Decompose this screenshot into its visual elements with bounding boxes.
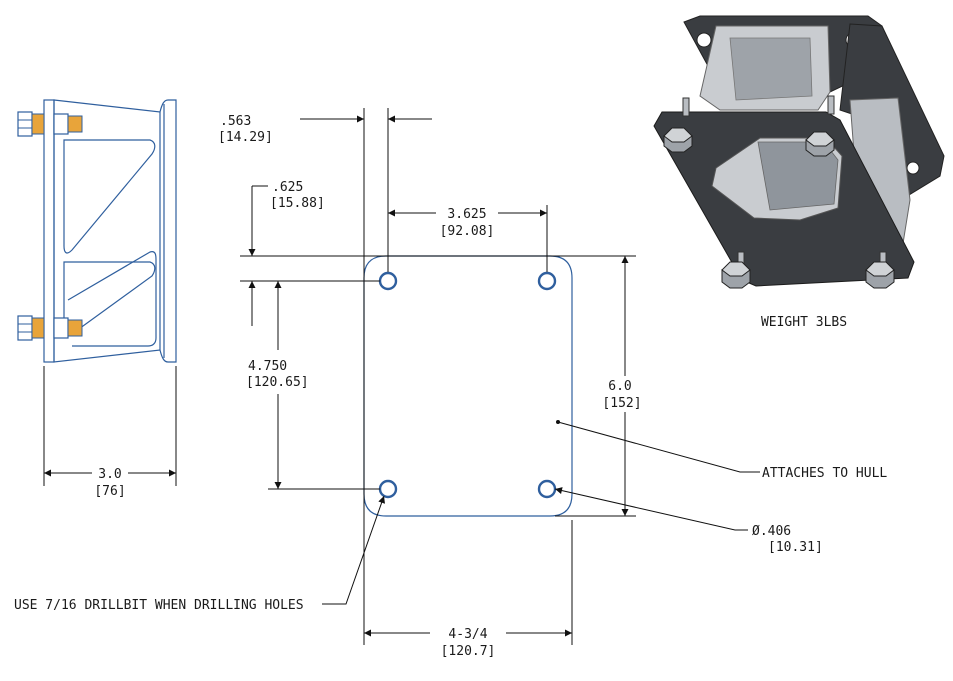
hole-spacing-y-mm: [120.65] — [246, 375, 309, 390]
hole-spacing-x-mm: [92.08] — [440, 224, 495, 239]
hole-diameter-symbol: Ø — [752, 524, 760, 539]
attaches-note: ATTACHES TO HULL — [762, 466, 887, 481]
hole-diameter-mm: [10.31] — [768, 540, 823, 555]
mounting-hole — [378, 479, 398, 499]
plate-height-in: 6.0 — [608, 379, 631, 394]
plate-width-mm: [120.7] — [441, 644, 496, 659]
hex-bolt-icon — [805, 95, 835, 157]
hex-bolt-icon — [865, 251, 895, 289]
mounting-hole — [378, 271, 398, 291]
plate-width-in: 4-3/4 — [448, 627, 487, 642]
hex-bolt-icon — [663, 97, 693, 153]
side-view: 3.0 [76] — [17, 99, 177, 499]
mounting-plate — [363, 255, 573, 517]
side-depth-in: 3.0 — [98, 467, 121, 482]
drill-note: USE 7/16 DRILLBIT WHEN DRILLING HOLES — [14, 598, 304, 613]
plate-height-mm: [152] — [602, 396, 641, 411]
hole-offset-x-mm: [14.29] — [218, 130, 273, 145]
hole-offset-y-in: .625 — [272, 180, 303, 195]
hole-offset-y-mm: [15.88] — [270, 196, 325, 211]
hole-spacing-y-in: 4.750 — [248, 359, 287, 374]
hole-spacing-x-in: 3.625 — [447, 207, 486, 222]
front-view: .563 [14.29] 3.625 [92.08] .625 [15.88] … — [14, 108, 887, 659]
side-depth-mm: [76] — [94, 484, 125, 499]
hex-bolt-icon — [721, 251, 751, 289]
bolt-icon — [17, 111, 83, 137]
bracket-render-image: WEIGHT 3LBS — [653, 15, 945, 330]
svg-text:Ø.406: Ø.406 — [752, 524, 791, 539]
hole-offset-x-in: .563 — [220, 114, 251, 129]
bolt-icon — [17, 315, 83, 341]
hole-diameter-in: .406 — [760, 524, 791, 539]
mounting-hole — [537, 271, 557, 291]
weight-note: WEIGHT 3LBS — [761, 315, 847, 330]
mounting-hole — [537, 479, 557, 499]
